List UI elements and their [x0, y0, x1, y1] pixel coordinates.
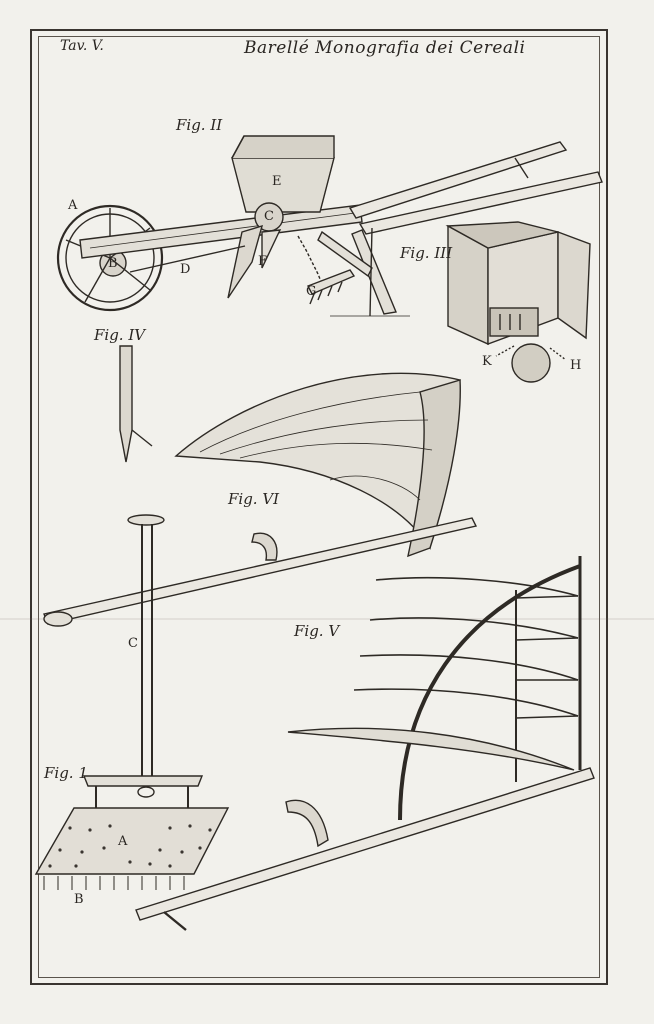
label-b-fig1: B	[74, 892, 84, 907]
label-e-fig2: E	[272, 174, 282, 189]
plate-number: Tav. V.	[60, 38, 104, 54]
label-k-fig3: K	[482, 354, 492, 369]
label-b-fig2: B	[108, 256, 118, 271]
label-c-fig1: C	[128, 636, 138, 651]
caption-fig-1: Fig. 1	[44, 764, 88, 782]
caption-fig-6: Fig. VI	[228, 490, 280, 508]
label-g-fig2: G	[306, 284, 317, 299]
paper-fold-line	[0, 618, 654, 620]
tine-illustration	[119, 345, 153, 463]
label-a-fig2: A	[68, 198, 78, 213]
caption-fig-2: Fig. II	[176, 116, 223, 134]
label-f-fig2: F	[258, 254, 268, 269]
plate-border-inner	[38, 36, 600, 978]
cradle-scythe-illustration	[135, 556, 595, 931]
caption-fig-4: Fig. IV	[94, 326, 146, 344]
label-h-fig3: H	[570, 358, 582, 373]
caption-fig-3: Fig. III	[400, 244, 453, 262]
label-c-fig2: C	[264, 209, 274, 224]
label-d-fig2: D	[180, 262, 191, 277]
plate-title: Barellé Monografia dei Cereali	[244, 38, 526, 58]
caption-fig-5: Fig. V	[294, 622, 340, 640]
seed-drill-illustration	[56, 135, 603, 317]
hopper-detail-illustration	[445, 221, 591, 383]
plough-illustration	[43, 372, 478, 627]
label-a-fig1: A	[118, 834, 128, 849]
plate-border-outer	[30, 29, 608, 985]
spiked-tamper-illustration	[34, 514, 230, 890]
